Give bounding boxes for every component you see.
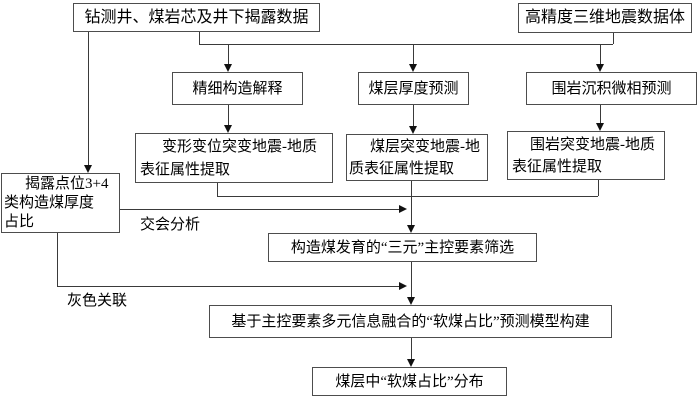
- node-deformation-attributes-line1: 变形变位突变地震-地质: [162, 139, 317, 155]
- node-prediction-model: 基于主控要素多元信息融合的“软煤占比”预测模型构建: [209, 305, 612, 338]
- arrowhead-into-structure: [224, 64, 232, 72]
- arrowhead-into-thickness: [409, 64, 417, 72]
- node-structure-interpretation: 精细构造解释: [172, 72, 303, 105]
- arrowhead-into-deform: [224, 125, 232, 133]
- connector-bus2-to-screening: [411, 181, 412, 226]
- arrowhead-into-screening: [407, 225, 415, 233]
- connector-drilling-to-bus: [199, 32, 200, 44]
- node-thickness-prediction: 煤层厚度预测: [358, 72, 469, 105]
- connector-facies-to-rock: [600, 105, 601, 124]
- connector-bus-to-structure: [228, 44, 229, 65]
- arrowhead-grey-relation: [399, 282, 407, 290]
- node-seismic-volume: 高精度三维地震数据体: [518, 3, 692, 33]
- node-exposure-ratio: 揭露点位3+4 类构造煤厚度 占比: [1, 173, 120, 233]
- node-exposure-ratio-line1: 揭露点位3+4: [25, 176, 109, 192]
- arrowhead-into-exposure: [84, 165, 92, 173]
- connector-screening-to-model: [411, 262, 412, 298]
- connector-seismic-to-bus: [613, 33, 614, 44]
- connector-bus-to-facies: [600, 44, 601, 65]
- arrowhead-crossplot: [399, 205, 407, 213]
- arrowhead-into-model: [407, 297, 415, 305]
- edge-label-grey-relation: 灰色关联: [67, 293, 128, 309]
- node-soft-coal-distribution: 煤层中“软煤占比”分布: [312, 367, 507, 396]
- node-drilling-data: 钻测井、煤岩芯及井下揭露数据: [73, 3, 320, 32]
- node-coal-abrupt-attributes: 煤层突变地震-地 质表征属性提取: [346, 134, 488, 181]
- node-coal-abrupt-attributes-line1: 煤层突变地震-地: [370, 139, 480, 155]
- connector-exposure-down: [57, 233, 58, 286]
- node-exposure-ratio-line3: 占比: [4, 214, 35, 230]
- node-facies-prediction: 围岩沉积微相预测: [526, 72, 697, 105]
- connector-structure-to-deform: [228, 105, 229, 126]
- arrowhead-into-coal: [409, 126, 417, 134]
- connector-deform-to-bus2: [217, 183, 218, 196]
- node-deformation-attributes-line2: 表征属性提取: [140, 162, 231, 178]
- connector-bottom-bus: [217, 196, 598, 197]
- node-exposure-ratio-line2: 类构造煤厚度: [4, 195, 95, 211]
- edge-label-crossplot: 交会分析: [140, 217, 201, 233]
- node-key-factor-screening: 构造煤发育的“三元”主控要素筛选: [268, 233, 537, 262]
- connector-drilling-to-exposure: [88, 32, 89, 166]
- arrowhead-into-distribution: [407, 359, 415, 367]
- connector-top-bus: [199, 44, 613, 45]
- node-deformation-attributes: 变形变位突变地震-地质 表征属性提取: [135, 133, 333, 183]
- connector-bus-to-thickness: [413, 44, 414, 65]
- node-rock-abrupt-attributes-line1: 围岩突变地震-地质: [530, 137, 655, 153]
- node-rock-abrupt-attributes: 围岩突变地震-地质 表征属性提取: [507, 131, 665, 180]
- arrowhead-into-rock: [596, 123, 604, 131]
- arrowhead-into-facies: [596, 64, 604, 72]
- connector-crossplot-line: [120, 209, 400, 210]
- connector-grey-relation-line: [57, 286, 400, 287]
- node-coal-abrupt-attributes-line2: 质表征属性提取: [349, 161, 455, 177]
- connector-thickness-to-coal: [413, 105, 414, 127]
- connector-model-to-distribution: [411, 338, 412, 360]
- connector-rock-to-bus2: [598, 180, 599, 196]
- node-rock-abrupt-attributes-line2: 表征属性提取: [512, 159, 603, 175]
